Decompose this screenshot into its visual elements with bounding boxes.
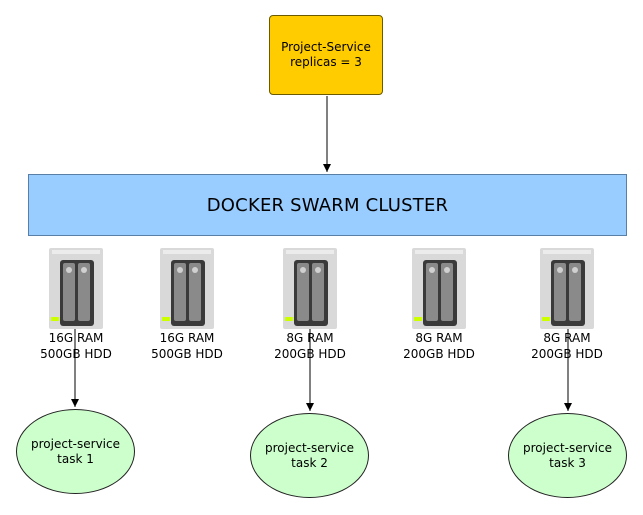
status-led [51,317,59,321]
status-led [414,317,422,321]
node-ram: 16G RAM [48,331,104,345]
node-ram: 8G RAM [415,331,463,345]
node-disk: 200GB HDD [403,347,475,361]
node-2: 16G RAM 500GB HDD [132,248,242,361]
node-ram: 16G RAM [159,331,215,345]
task-number: task 3 [549,455,586,470]
task-2: project-service task 2 [250,413,369,498]
node-ram: 8G RAM [543,331,591,345]
swarm-cluster-box: DOCKER SWARM CLUSTER [28,174,627,236]
nas-server-icon [283,248,337,329]
node-4: 8G RAM 200GB HDD [384,248,494,361]
node-disk: 500GB HDD [40,347,112,361]
status-led [285,317,293,321]
node-1: 16G RAM 500GB HDD [21,248,131,361]
task-service-name: project-service [523,440,612,455]
nas-server-icon [412,248,466,329]
task-number: task 1 [57,451,94,466]
project-service-box: Project-Service replicas = 3 [269,15,383,95]
task-service-name: project-service [31,436,120,451]
task-number: task 2 [291,455,328,470]
cluster-label: DOCKER SWARM CLUSTER [206,194,449,216]
node-disk: 200GB HDD [531,347,603,361]
node-5: 8G RAM 200GB HDD [512,248,622,361]
task-1: project-service task 1 [16,409,135,494]
node-3: 8G RAM 200GB HDD [255,248,365,361]
node-disk: 200GB HDD [274,347,346,361]
nas-server-icon [49,248,103,329]
service-name: Project-Service [281,40,371,54]
nas-server-icon [540,248,594,329]
task-3: project-service task 3 [508,413,627,498]
status-led [162,317,170,321]
task-service-name: project-service [265,440,354,455]
service-replicas: replicas = 3 [290,55,362,69]
status-led [542,317,550,321]
nas-server-icon [160,248,214,329]
node-ram: 8G RAM [286,331,334,345]
node-disk: 500GB HDD [151,347,223,361]
